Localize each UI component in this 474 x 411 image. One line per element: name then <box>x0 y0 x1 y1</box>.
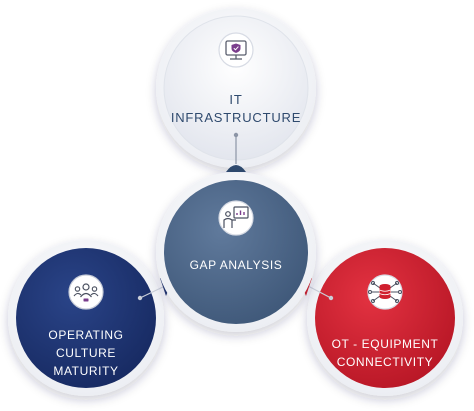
ot-node <box>307 240 463 396</box>
culture-label: OPERATING CULTURE MATURITY <box>26 326 146 380</box>
ot-label-line2: CONNECTIVITY <box>336 355 434 369</box>
connector-it-gap <box>226 132 246 172</box>
culture-label-line2: CULTURE <box>56 346 116 360</box>
it-infrastructure-label: IT INFRASTRUCTURE <box>156 91 316 127</box>
it-label-line2: INFRASTRUCTURE <box>170 110 302 125</box>
ot-label: OT - EQUIPMENT CONNECTIVITY <box>320 335 450 371</box>
connector-culture-gap <box>137 278 168 301</box>
ot-label-line1: OT - EQUIPMENT <box>331 337 439 351</box>
gap-analysis-node <box>156 172 316 332</box>
it-label-line1: IT <box>229 92 243 107</box>
culture-label-line1: OPERATING <box>48 328 124 342</box>
monitor-shield-icon <box>218 32 254 68</box>
gap-label: GAP ANALYSIS <box>189 258 283 272</box>
gap-analysis-label: GAP ANALYSIS <box>166 256 306 274</box>
presentation-board-icon <box>218 200 254 236</box>
culture-label-line3: MATURITY <box>53 364 119 378</box>
it-infrastructure-node <box>156 8 316 168</box>
team-people-icon <box>68 274 104 310</box>
connector-ot-gap <box>304 278 334 301</box>
database-network-icon <box>367 274 403 310</box>
culture-node <box>8 240 164 396</box>
